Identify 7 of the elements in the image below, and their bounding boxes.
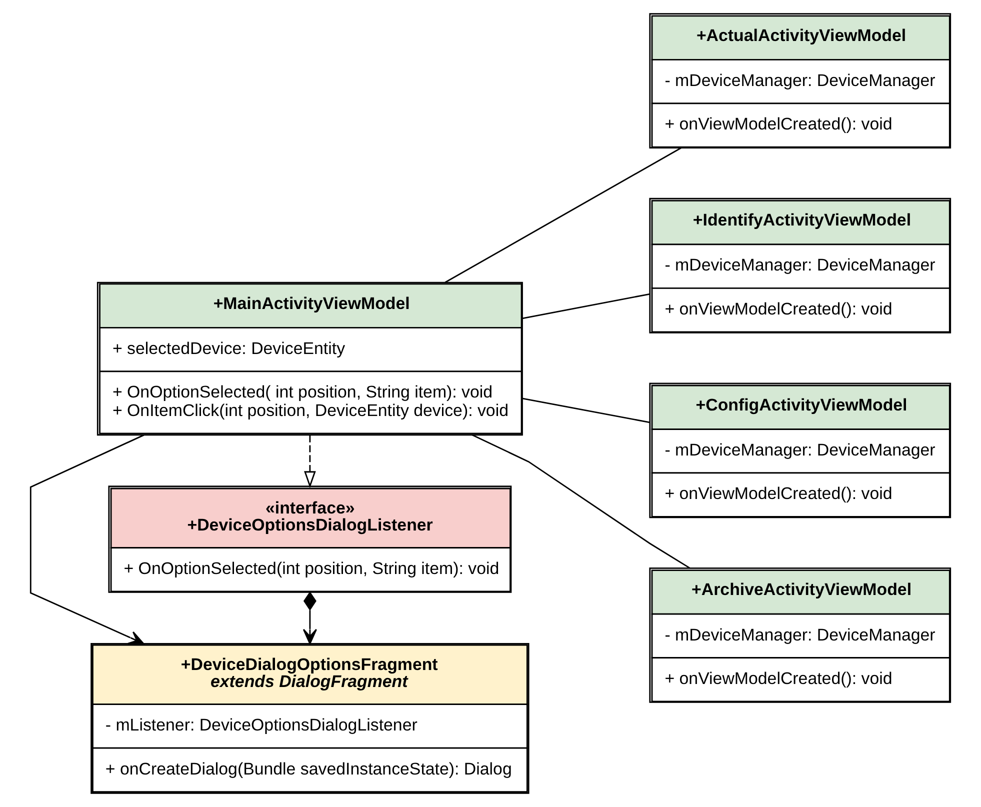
connector — [472, 434, 690, 569]
connector — [444, 147, 682, 284]
arrow — [30, 434, 144, 644]
arrow — [302, 591, 317, 644]
connector — [522, 293, 650, 320]
connector — [522, 398, 650, 424]
arrow — [304, 435, 316, 488]
